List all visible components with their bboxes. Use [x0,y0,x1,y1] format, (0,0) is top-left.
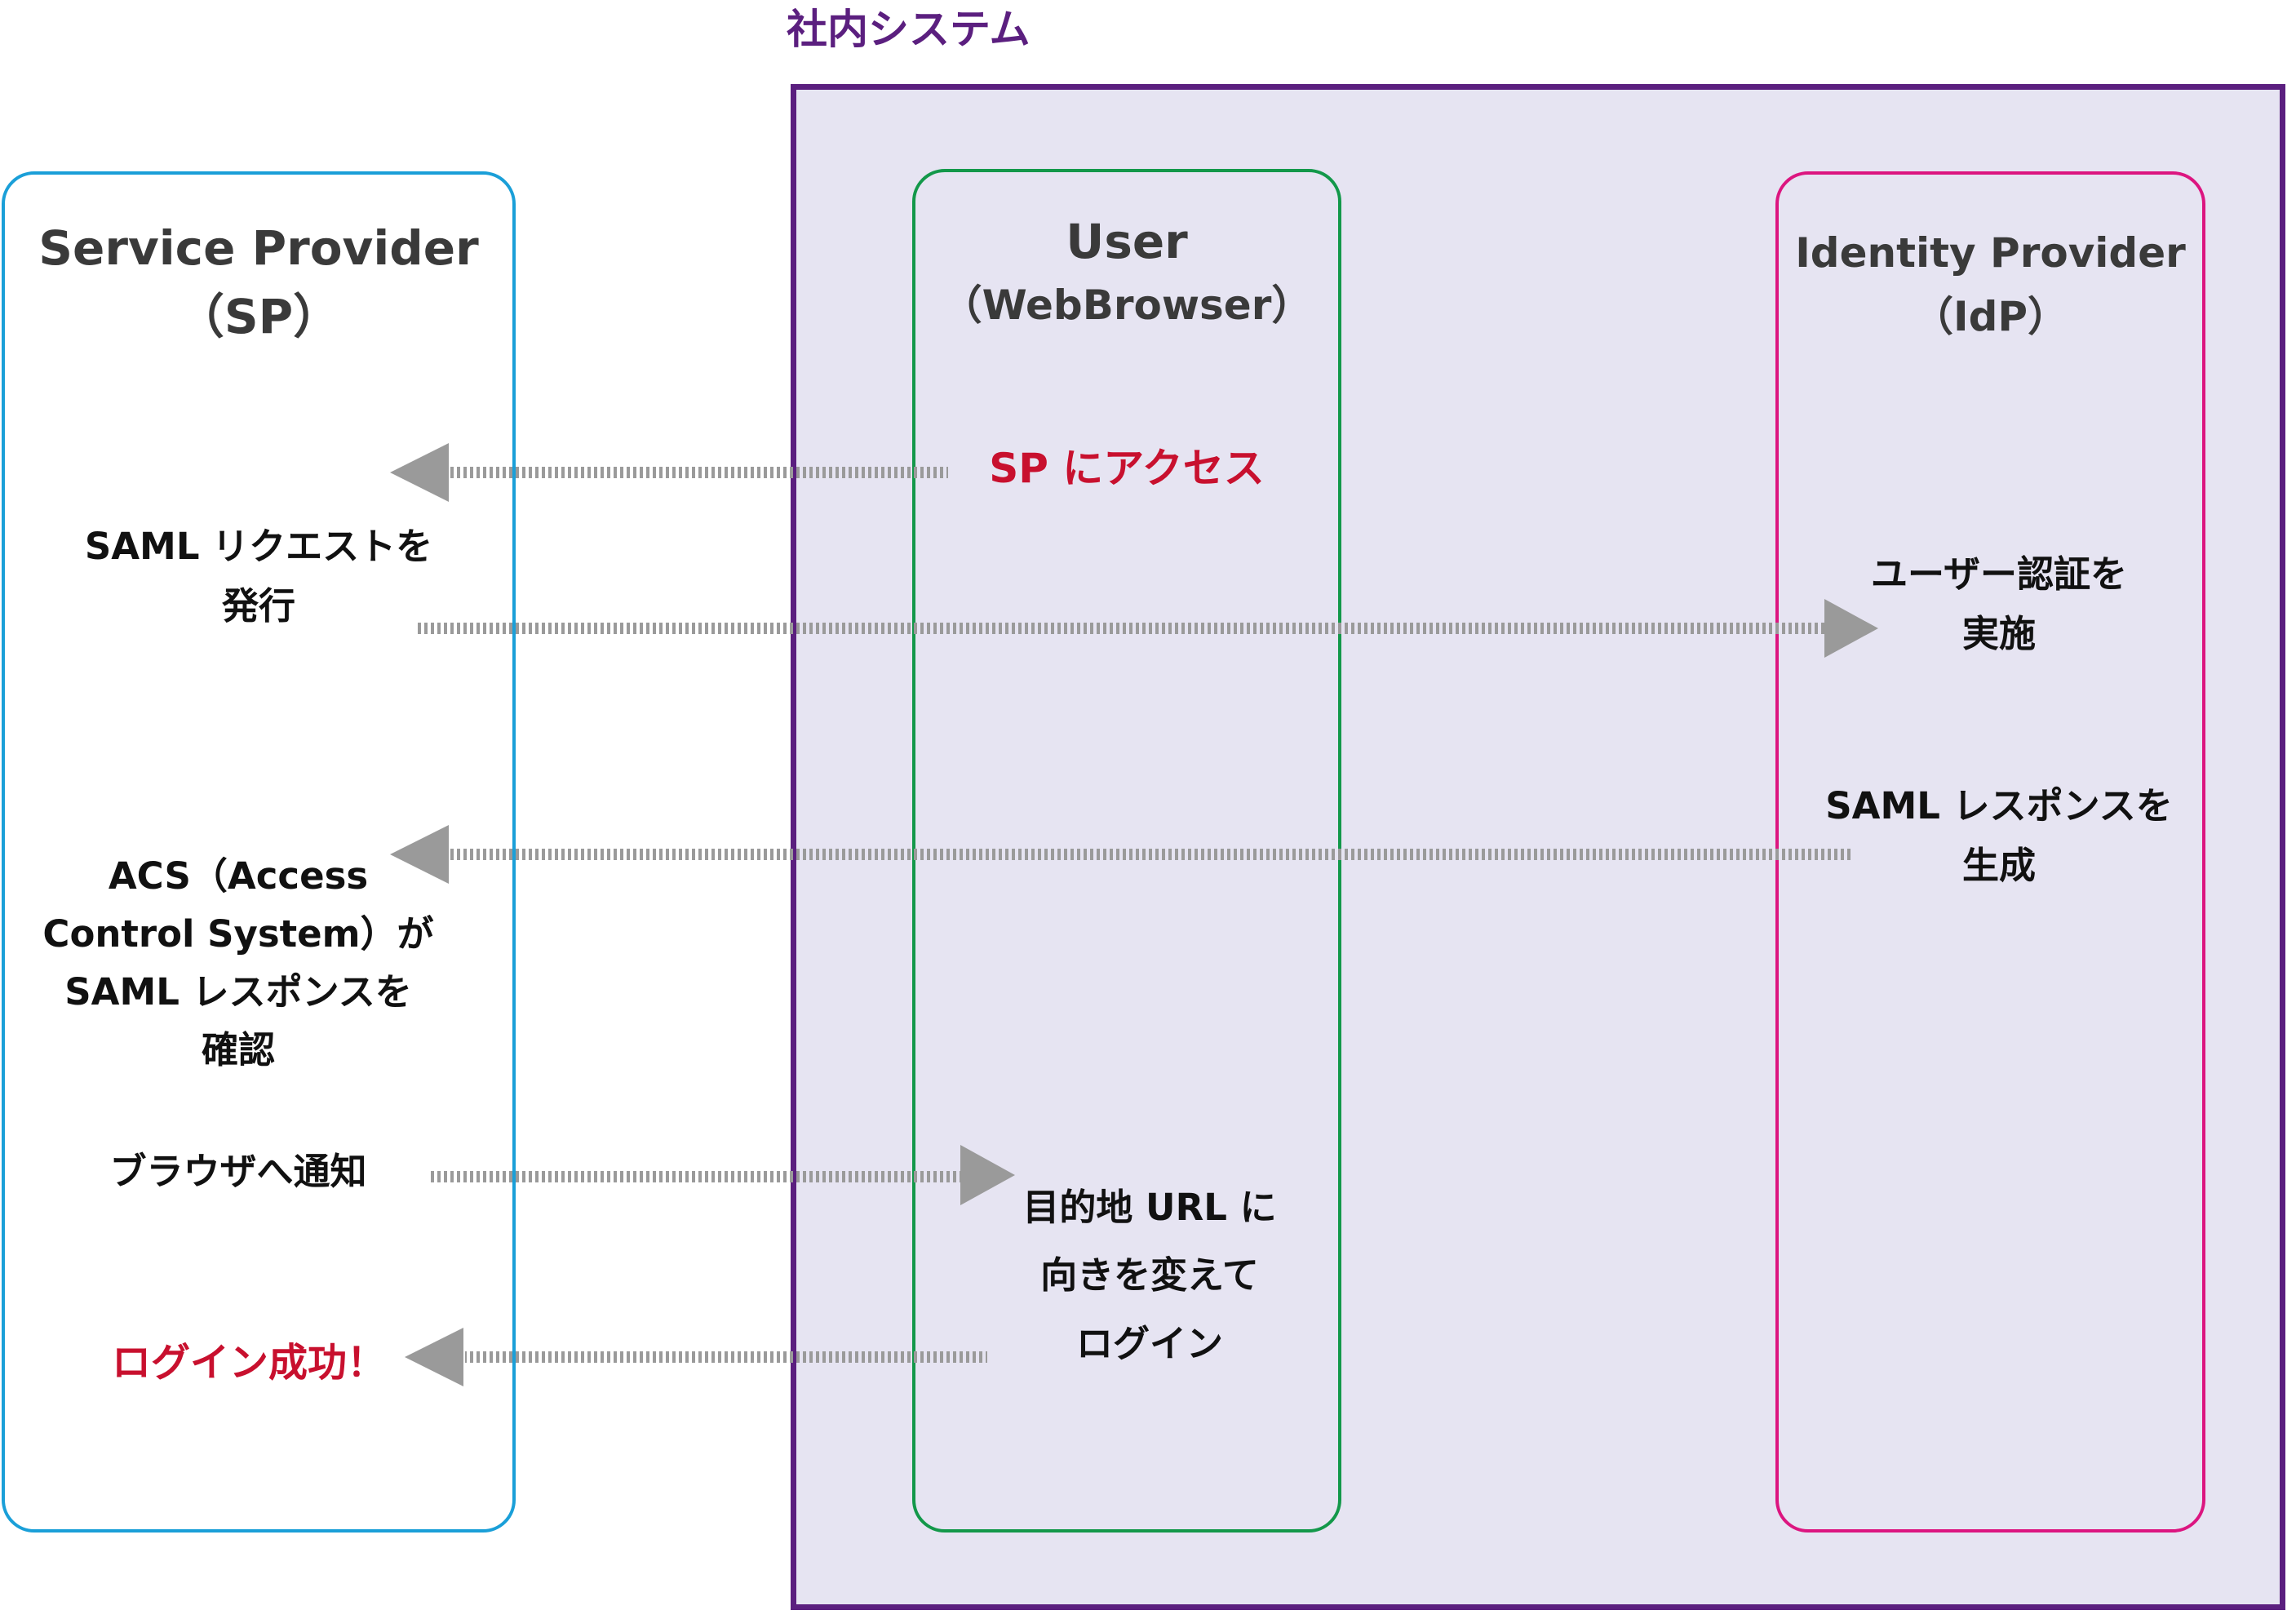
step-login-success: ログイン成功！ [111,1340,386,1386]
step-user-auth: ユーザー認証を 実施 [1775,545,2223,664]
idp-title: Identity Provider [1795,229,2186,277]
step-acs-check-line3: SAML レスポンスを [64,970,412,1014]
step-access-sp: SP にアクセス [989,445,1265,492]
sp-header: Service Provider （SP） [2,214,516,351]
user-title: User [1066,214,1188,269]
arrow-notify-browser [428,1145,1015,1205]
step-notify-browser: ブラウザへ通知 [109,1150,367,1193]
step-saml-request-line2: 発行 [221,583,295,628]
user-subtitle: （WebBrowser） [941,282,1313,330]
step-user-auth-line1: ユーザー認証を [1870,552,2128,596]
step-redirect-line3: ログイン [1075,1321,1223,1365]
step-user-auth-line2: 実施 [1961,611,2036,655]
idp-subtitle: （IdP） [1912,292,2069,340]
step-redirect-line1: 目的地 URL に [1022,1186,1277,1229]
sp-subtitle: （SP） [176,289,341,345]
step-redirect-line2: 向きを変えて [1040,1253,1259,1297]
idp-header: Identity Provider （IdP） [1775,222,2205,348]
internal-system-box [791,84,2285,1610]
step-acs-check: ACS（Access Control System）が SAML レスポンスを … [2,847,475,1079]
arrow-access-sp [390,443,948,502]
step-saml-request: SAML リクエストを 発行 [2,517,516,637]
step-saml-request-line1: SAML リクエストを [84,525,433,568]
internal-system-title: 社内システム [787,6,1031,53]
user-header: User （WebBrowser） [912,207,1341,335]
arrow-saml-response [390,825,1852,884]
step-saml-response-line1: SAML レスポンスを [1825,784,2173,827]
step-saml-response-line2: 生成 [1961,843,2036,887]
arrow-login-success [405,1328,987,1386]
step-acs-check-line2: Control System）が [42,912,434,956]
arrow-saml-request [418,599,1878,658]
step-acs-check-line4: 確認 [201,1028,275,1072]
step-saml-response: SAML レスポンスを 生成 [1775,777,2223,896]
sp-title: Service Provider [38,220,479,276]
step-acs-check-line1: ACS（Access [108,854,369,898]
step-redirect-login: 目的地 URL に 向きを変えて ログイン [950,1173,1350,1377]
